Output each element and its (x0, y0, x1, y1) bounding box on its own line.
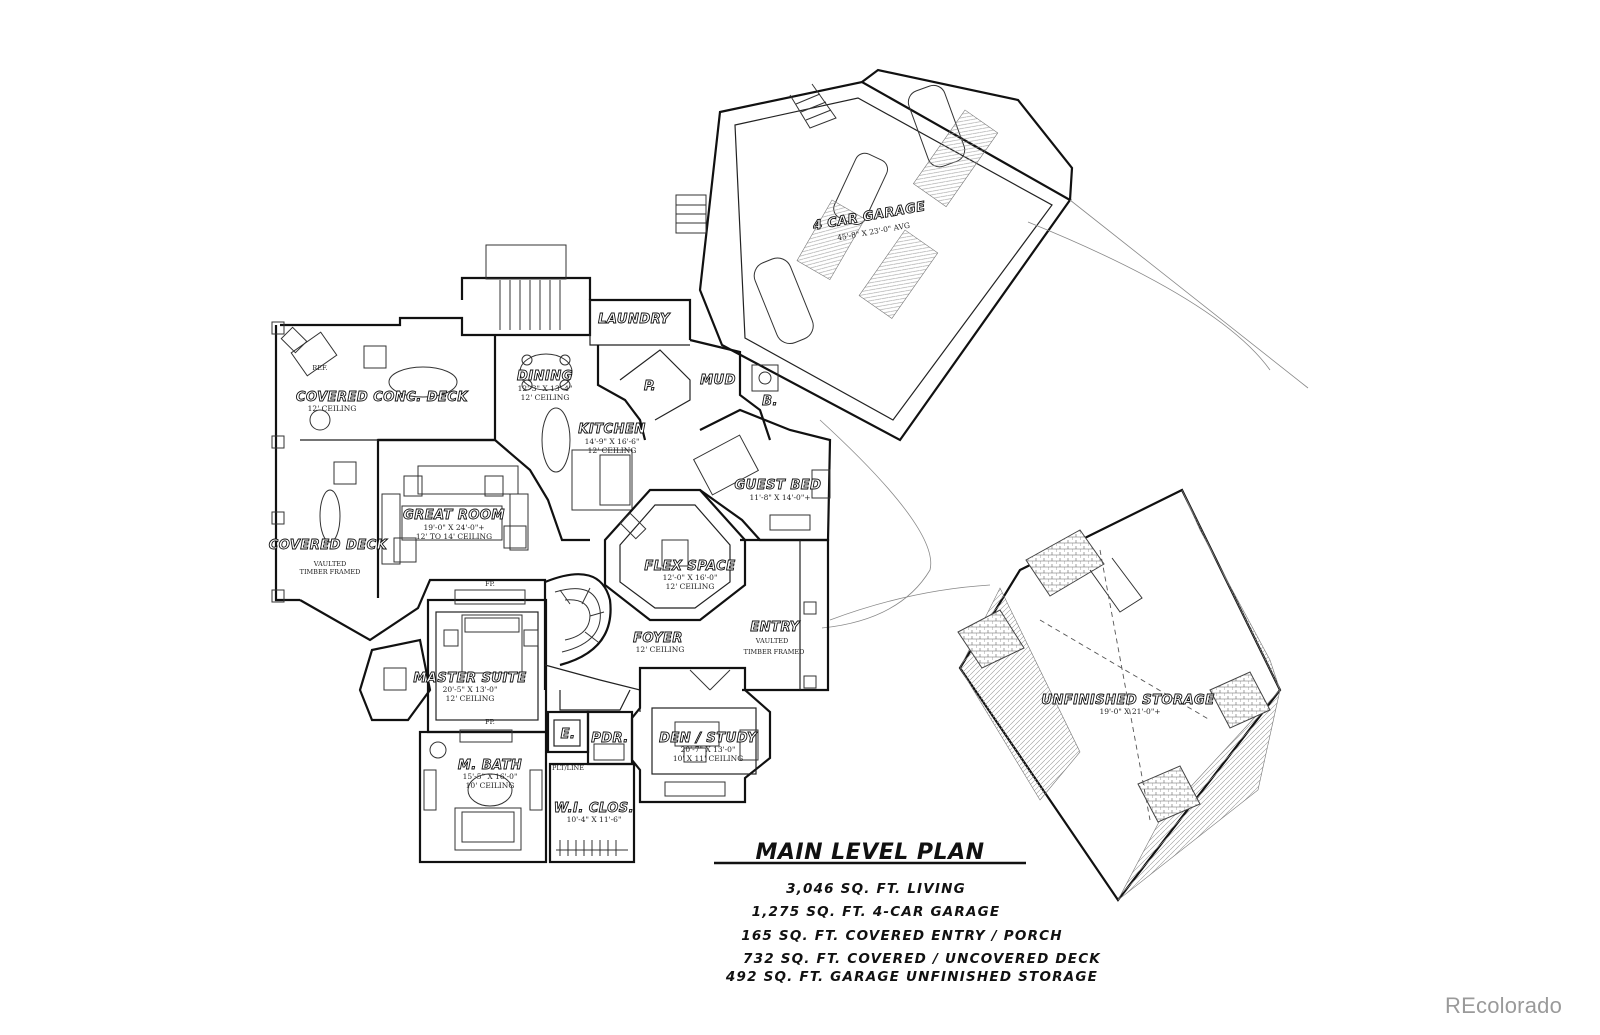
master-bath-ceiling: 10' CEILING (466, 781, 515, 790)
mud-label: MUD (700, 373, 736, 388)
tag-fp-master: FP. (485, 718, 495, 726)
master-suite-ceiling: 12' CEILING (446, 694, 495, 703)
watermark-logo: REcolorado (1445, 993, 1562, 1018)
flex-space-dim: 12'-0" X 16'-0" (663, 573, 718, 582)
den-label: DEN / STUDY (659, 731, 758, 746)
entry-label: ENTRY (750, 620, 800, 635)
entry-note1: VAULTED (755, 637, 789, 645)
covered-deck-side-label: COVERED DECK (269, 538, 388, 553)
legend-line-living: 3,046 SQ. FT. LIVING (786, 881, 966, 897)
tag-shelving: PLT/LINE (552, 764, 584, 772)
master-suite-dim: 20'-5" X 13'-0" (443, 685, 498, 694)
garage-stairs (675, 83, 837, 234)
tag-ref: REF. (312, 364, 327, 372)
den-ceiling: 10' X 11' CEILING (673, 754, 743, 763)
covered-deck-side-note1: VAULTED (313, 560, 347, 568)
flex-space-label: FLEX SPACE (644, 559, 735, 574)
dining-ceiling: 12' CEILING (521, 393, 570, 402)
storage-block (957, 488, 1282, 902)
dining-dim: 12'-3" X 13'-4" (518, 384, 573, 393)
deck-columns (271, 321, 817, 689)
main-stairs (485, 244, 567, 330)
covered-deck-top-label: COVERED CONC. DECK (296, 390, 468, 405)
great-room-ceiling: 12' TO 14' CEILING (416, 532, 492, 541)
garage-cars (753, 84, 999, 345)
legend-line-storage: 492 SQ. FT. GARAGE UNFINISHED STORAGE (725, 969, 1098, 985)
legend-line-entry: 165 SQ. FT. COVERED ENTRY / PORCH (741, 928, 1063, 944)
closet-hangers (559, 840, 617, 856)
kitchen-label: KITCHEN (578, 422, 645, 437)
covered-deck-side-note2: TIMBER FRAMED (300, 568, 361, 576)
kitchen-ceiling: 12' CEILING (588, 446, 637, 455)
elevator-label: E. (561, 727, 576, 742)
foyer-label: FOYER (633, 631, 683, 646)
bath-b-label: B. (762, 394, 778, 409)
legend-line-deck: 732 SQ. FT. COVERED / UNCOVERED DECK (743, 951, 1101, 967)
dining-label: DINING (517, 369, 573, 384)
house-walls (271, 244, 832, 864)
master-bath-label: M. BATH (458, 758, 522, 773)
great-room-dim: 19'-0" X 24'-0"+ (423, 523, 484, 532)
pantry-label: P. (644, 379, 656, 394)
den-dim: 20'-7" X 13'-0" (681, 745, 736, 754)
tag-fp-great: FP. (485, 580, 495, 588)
powder-label: PDR. (591, 731, 629, 746)
entry-note2: TIMBER FRAMED (744, 648, 805, 656)
great-room-label: GREAT ROOM (403, 508, 505, 523)
covered-deck-top-ceiling: 12' CEILING (308, 404, 357, 413)
guest-bed-dim: 11'-8" X 14'-0"+ (749, 493, 810, 502)
master-suite-label: MASTER SUITE (413, 671, 526, 686)
kitchen-dim: 14'-9" X 16'-6" (585, 437, 640, 446)
garage-block (675, 68, 1309, 629)
legend-title: MAIN LEVEL PLAN (755, 840, 984, 865)
foyer-ceiling: 12' CEILING (636, 645, 685, 654)
legend-line-garage: 1,275 SQ. FT. 4-CAR GARAGE (752, 904, 1001, 920)
plan-legend: MAIN LEVEL PLAN 3,046 SQ. FT. LIVING 1,2… (714, 840, 1101, 985)
master-bath-dim: 15'-5" X 16'-0" (463, 772, 518, 781)
closet-dim: 10'-4" X 11'-6" (567, 815, 622, 824)
storage-dim: 19'-0" X 21'-0"+ (1099, 707, 1160, 716)
room-labels: 4 CAR GARAGE 45'-8" X 23'-0" AVG LAUNDRY… (268, 199, 1214, 824)
storage-label: UNFINISHED STORAGE (1041, 693, 1214, 708)
guest-bed-label: GUEST BED (735, 478, 822, 493)
closet-label: W.I. CLOS. (554, 801, 634, 816)
flex-space-ceiling: 12' CEILING (666, 582, 715, 591)
laundry-label: LAUNDRY (598, 312, 671, 327)
